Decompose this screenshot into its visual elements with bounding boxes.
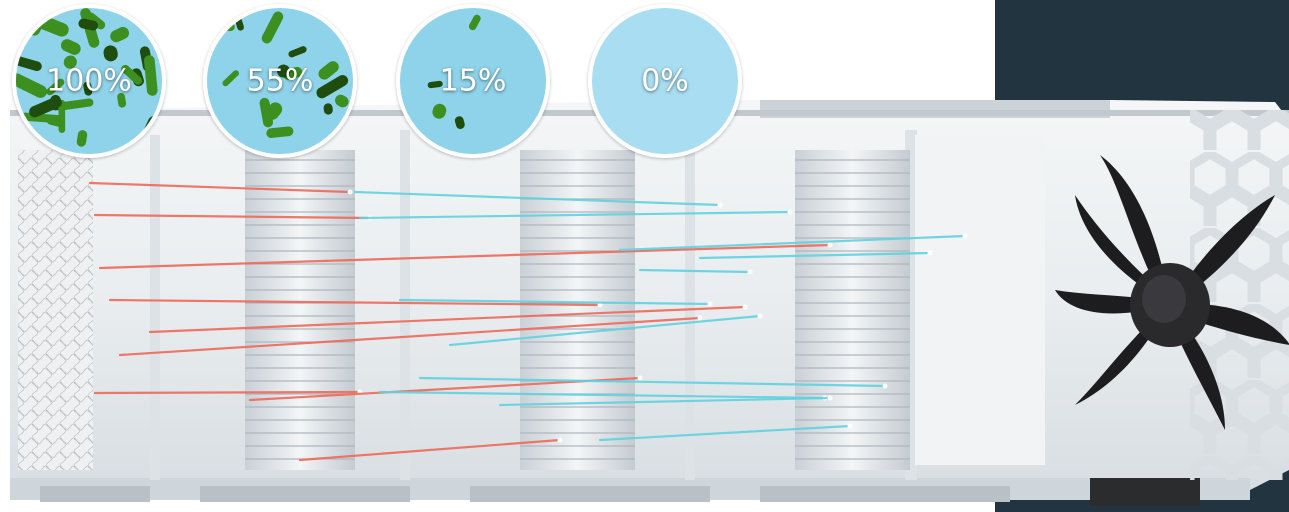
bacteria-level-badge-0: 0% [588,4,742,158]
bacteria-level-badge-55: 55% [203,4,357,158]
chamber-wall [400,130,410,480]
bacteria-level-label: 100% [46,63,132,99]
bacteria-level-label: 55% [246,63,314,99]
chamber-wall [685,130,695,480]
bacteria-level-label: 15% [439,63,507,99]
bacteria-level-badge-100: 100% [12,4,166,158]
filter-fins [245,150,910,470]
fan-icon [1055,155,1289,430]
bacteria-icon [592,8,738,154]
bacteria-level-badge-15: 15% [396,4,550,158]
bacteria-icon [400,8,546,154]
bacteria-icon [16,8,162,154]
bacteria-level-label: 0% [641,63,689,99]
bacteria-icon [207,8,353,154]
fan-chamber [915,135,1045,465]
filter-icon [18,150,93,470]
chamber-wall [150,135,160,480]
particle-streaks [88,181,968,462]
